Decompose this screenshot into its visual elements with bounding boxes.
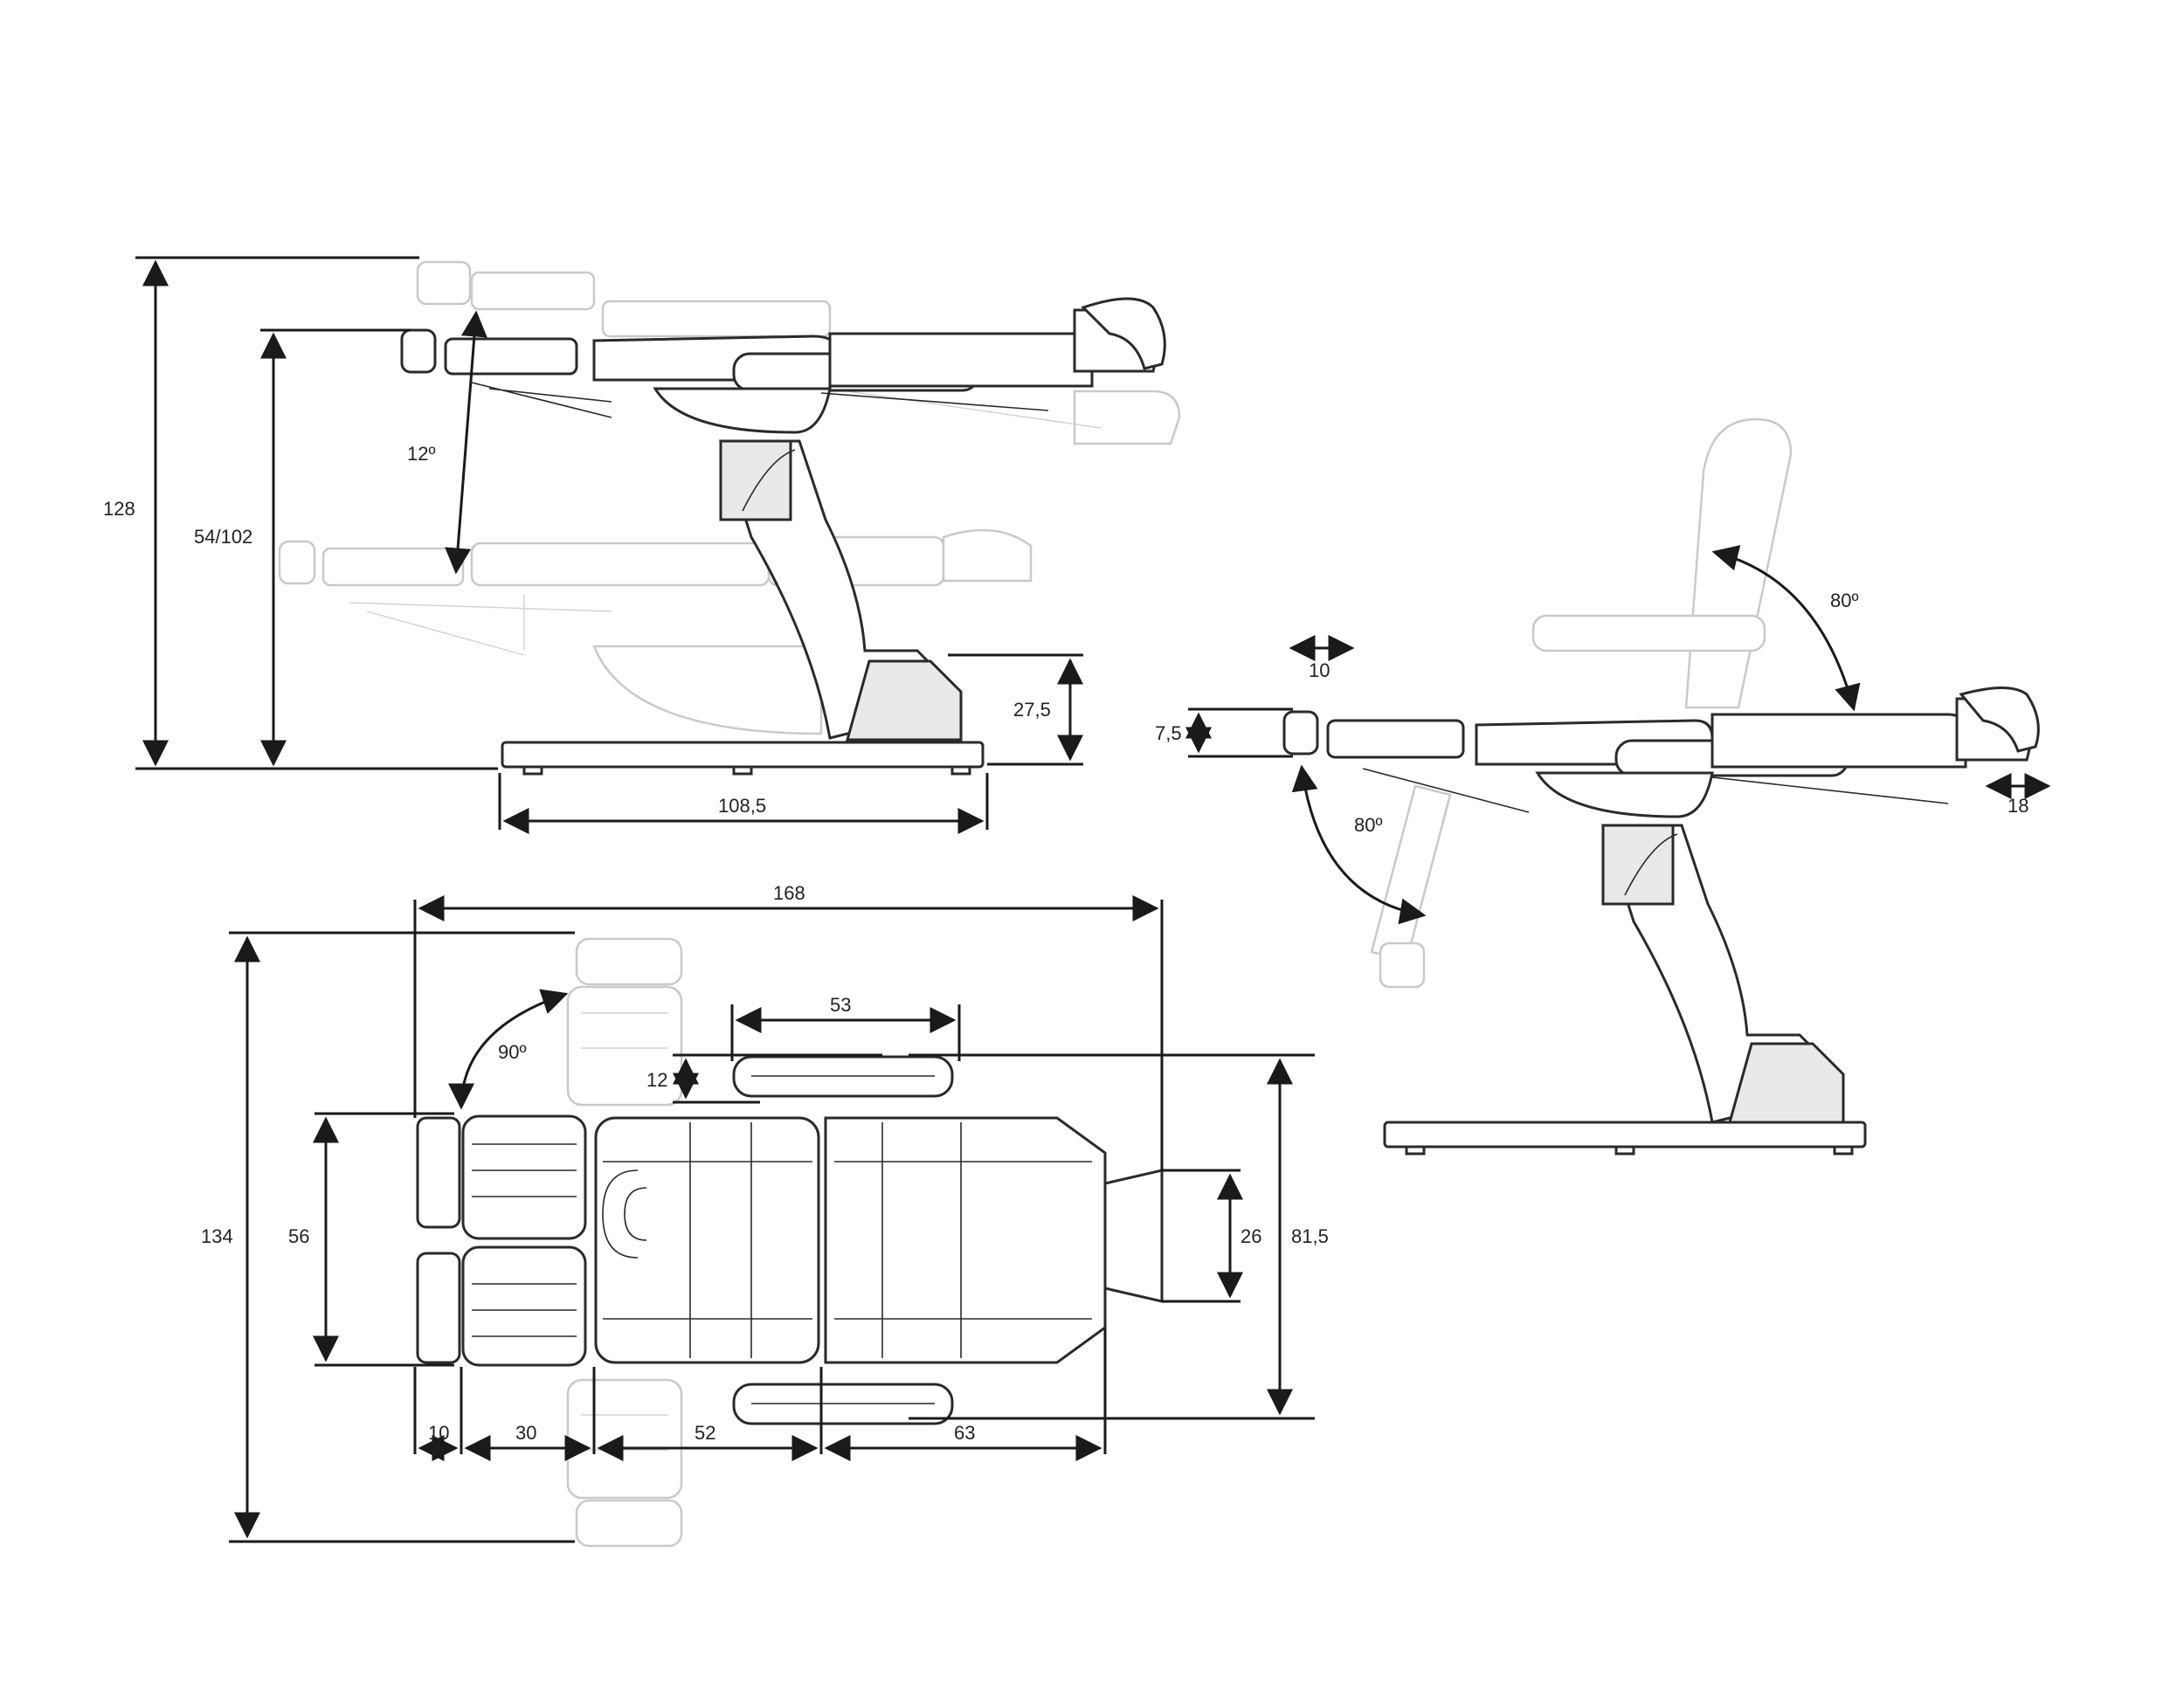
dimension-headrest-extension: 18: [1985, 773, 2051, 817]
dimension-height-range: 54/102: [194, 328, 411, 767]
top-view-ghost-armrests: [566, 937, 683, 1548]
dimension-seat-width: 81,5: [909, 1053, 1329, 1420]
dimension-footrest-extension: 10: [1289, 635, 1355, 681]
dimension-armrest-width: 12: [646, 1053, 882, 1104]
label-total-width: 134: [201, 1225, 233, 1247]
label-leg-section: 30: [515, 1422, 536, 1444]
label-armrest-length: 53: [830, 994, 851, 1016]
top-view-chair: [416, 1055, 1164, 1425]
label-tilt-angle: 12º: [407, 443, 436, 465]
label-armrest-angle: 90º: [498, 1041, 527, 1063]
label-base-length: 108,5: [718, 795, 766, 817]
dimension-legrest-angle: 80º: [1291, 764, 1427, 925]
side-view-chair: [400, 297, 1166, 776]
label-base-height: 27,5: [1013, 699, 1051, 721]
side-view-raised-ghost: [416, 260, 1181, 445]
dimension-armrest-length: 53: [730, 994, 961, 1061]
label-legrest-angle: 80º: [1354, 814, 1383, 836]
label-armrest-width: 12: [646, 1069, 667, 1091]
label-headrest-width: 26: [1241, 1225, 1261, 1247]
dimension-total-length: 168: [413, 882, 1164, 1170]
reclined-view: 10 18 7,5 80º 80º: [1155, 417, 2051, 1156]
top-view: 168 134 56 90º 53 12: [201, 882, 1329, 1548]
label-seat-width: 81,5: [1291, 1225, 1329, 1247]
dimension-tilt-angle: 12º: [407, 310, 487, 575]
label-height-range: 54/102: [194, 526, 252, 548]
dimension-base-height: 27,5: [948, 653, 1083, 766]
dimension-sections: 10 30 52 63: [413, 1328, 1107, 1461]
dimension-headrest-width: 26: [1162, 1169, 1261, 1303]
label-footrest-thickness: 7,5: [1155, 722, 1182, 744]
reclined-view-ghost: [1370, 417, 1793, 989]
dimension-base-length: 108,5: [498, 773, 989, 834]
dimension-foot-width: 56: [288, 1112, 454, 1367]
dimension-height-total: 128: [103, 256, 498, 770]
label-back-section: 63: [954, 1422, 975, 1444]
dimension-total-width: 134: [201, 931, 575, 1543]
label-backrest-angle: 80º: [1830, 590, 1859, 611]
label-foot-width: 56: [288, 1225, 309, 1247]
label-total-length: 168: [773, 882, 805, 904]
reclined-view-chair: [1282, 686, 2040, 1156]
dimension-footrest-thickness: 7,5: [1155, 707, 1293, 758]
dimension-backrest-angle: 80º: [1711, 545, 1861, 712]
label-foot-section: 10: [428, 1422, 449, 1444]
side-view: 128 54/102 12º 27,5 108,5: [103, 256, 1181, 834]
label-height-total: 128: [103, 498, 135, 520]
label-headrest-extension: 18: [2008, 795, 2028, 817]
dimension-armrest-angle: 90º: [448, 989, 569, 1110]
label-footrest-extension: 10: [1309, 659, 1330, 681]
label-seat-section: 52: [695, 1422, 715, 1444]
